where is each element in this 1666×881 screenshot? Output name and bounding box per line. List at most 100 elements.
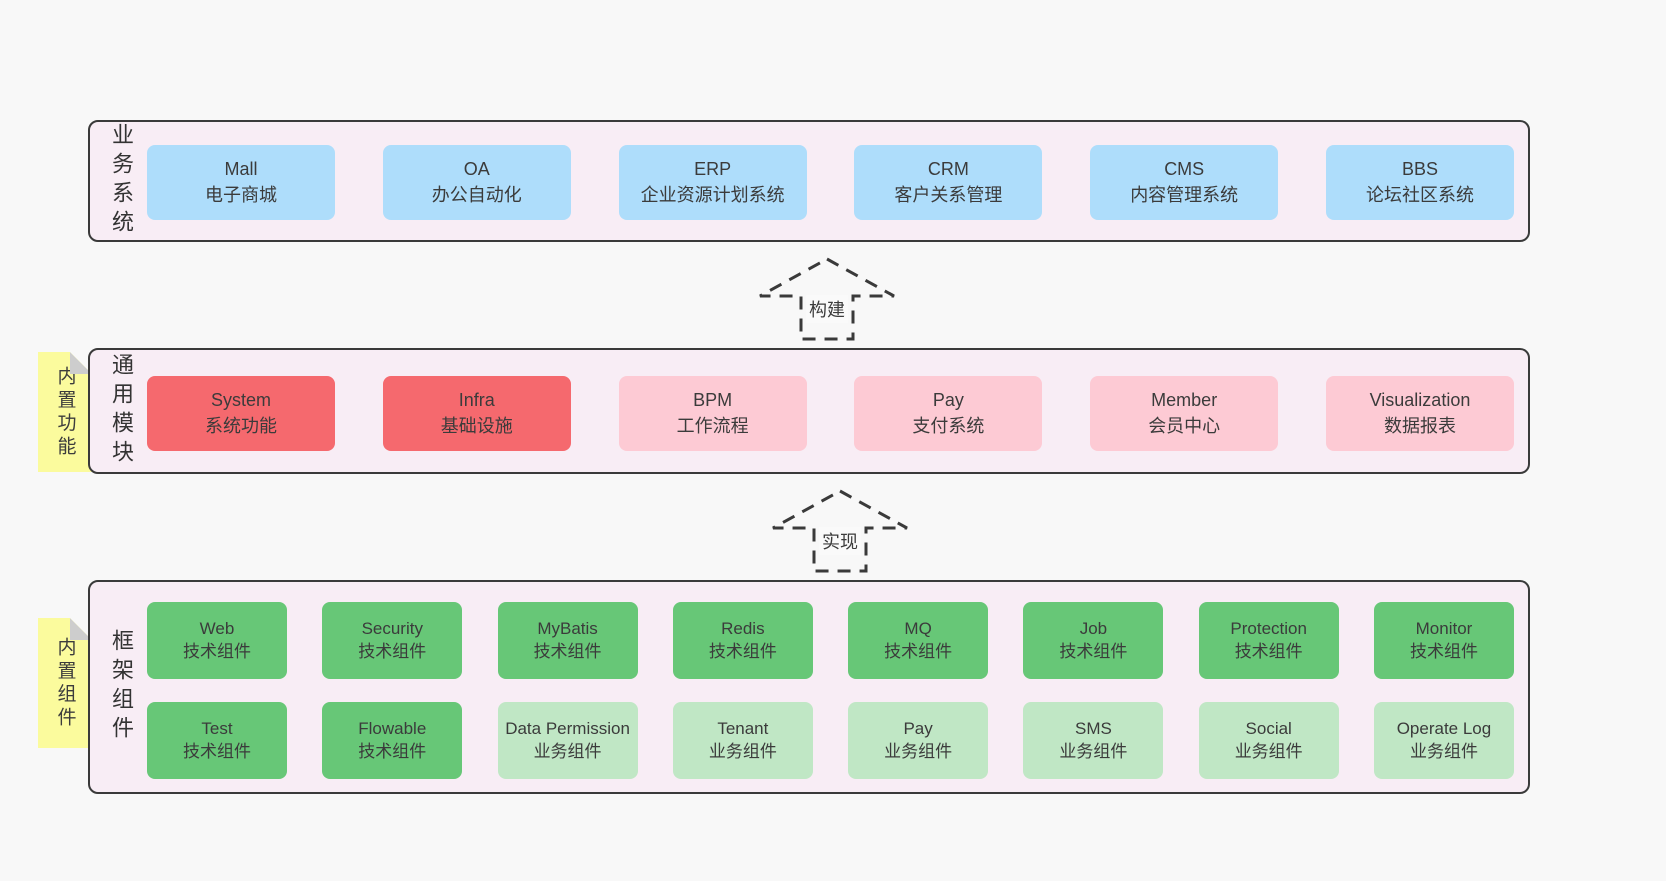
box-title-en: System [210,389,271,410]
box-title-zh: 内容管理系统 [1130,184,1239,205]
module-box-system: System 系统功能 [147,376,335,451]
box-title-zh: 会员中心 [1148,415,1221,436]
box-title-zh: 业务组件 [1234,741,1303,761]
box-title-zh: 业务组件 [1409,741,1478,761]
box-title-en: CRM [927,158,969,179]
module-box-bpm: BPM 工作流程 [618,376,807,451]
box-title-en: Flowable [358,719,427,739]
box-title-zh: 系统功能 [205,415,277,436]
box-title-zh: 技术组件 [1059,641,1128,661]
section-label-business-systems: 业务系统 [109,122,134,240]
box-title-en: OA [463,158,490,179]
box-title-zh: 技术组件 [708,641,777,661]
box-title-en: MyBatis [537,619,598,639]
sticky-note-text: 内置组件 [54,636,76,730]
module-box-infra: Infra 基础设施 [382,376,571,451]
box-title-en: Web [199,619,235,639]
box-title-zh: 业务组件 [1059,741,1128,761]
dashed-up-arrow-icon [759,257,895,341]
box-title-zh: 电子商城 [205,184,277,205]
box-title-zh: 技术组件 [358,741,427,761]
box-title-en: Visualization [1369,389,1471,410]
box-title-en: Tenant [717,719,769,739]
box-title-zh: 技术组件 [1409,641,1478,661]
box-title-en: Pay [932,389,964,410]
box-title-zh: 工作流程 [676,415,749,436]
box-title-en: Operate Log [1396,719,1492,739]
box-title-zh: 数据报表 [1383,415,1456,436]
section-label-framework-components: 框架组件 [109,628,134,746]
box-title-zh: 业务组件 [533,741,602,761]
box-title-zh: 技术组件 [1234,641,1303,661]
arrow-build: 构建 [757,256,897,342]
box-title-en: Pay [903,719,933,739]
box-title-zh: 办公自动化 [431,184,522,205]
box-title-en: Redis [721,619,765,639]
box-title-en: Security [361,619,423,639]
module-box-pay: Pay 支付系统 [854,376,1043,451]
box-title-zh: 论坛社区系统 [1365,184,1474,205]
box-title-en: Protection [1230,619,1307,639]
box-title-en: BPM [693,389,733,410]
box-title-zh: 企业资源计划系统 [640,184,785,205]
box-title-zh: 技术组件 [358,641,427,661]
box-title-en: Job [1079,619,1108,639]
dashed-up-arrow-icon [772,489,908,573]
arrow-build-label: 构建 [806,295,848,323]
module-box-visualization: Visualization 数据报表 [1325,376,1514,451]
box-title-en: Monitor [1415,619,1473,639]
arrow-implement: 实现 [770,488,910,574]
panel-common-modules: 通用模块 System 系统功能 Infra 基础设施 BPM 工作流程 Pay 支付系统 Me… [88,348,1530,474]
box-title-en: Infra [458,389,495,410]
box-title-zh: 技术组件 [884,641,953,661]
box-title-en: Social [1245,719,1292,739]
sticky-note-builtin-components: 内置组件 [38,618,92,748]
box-title-en: CMS [1164,158,1205,179]
module-box-cms: CMS 内容管理系统 [1090,145,1279,220]
module-box-mall: Mall 电子商城 [147,145,335,220]
module-box-member: Member 会员中心 [1090,376,1279,451]
sticky-note-text: 内置功能 [54,365,76,459]
box-title-zh: 基础设施 [440,415,513,436]
box-title-en: ERP [694,158,732,179]
box-title-en: BBS [1401,158,1438,179]
box-title-zh: 业务组件 [708,741,777,761]
box-title-zh: 技术组件 [183,641,251,661]
sticky-note-builtin-functions: 内置功能 [38,352,92,472]
module-box-oa: OA 办公自动化 [382,145,571,220]
box-title-zh: 技术组件 [533,641,602,661]
section-label-common-modules: 通用模块 [109,352,134,470]
box-title-en: Test [201,719,233,739]
box-title-zh: 技术组件 [183,741,251,761]
arrow-implement-label: 实现 [819,527,861,555]
box-title-en: SMS [1074,719,1112,739]
box-title-zh: 支付系统 [912,415,985,436]
box-row: System 系统功能 Infra 基础设施 BPM 工作流程 Pay 支付系统 Member 会… [147,376,1514,451]
box-title-en: Member [1151,389,1218,410]
box-title-en: MQ [904,619,932,639]
box-title-en: Mall [224,158,258,179]
box-title-zh: 业务组件 [884,741,953,761]
common-modules-boxes: System 系统功能 Infra 基础设施 BPM 工作流程 Pay 支付系统 Member 会… [147,376,1514,451]
